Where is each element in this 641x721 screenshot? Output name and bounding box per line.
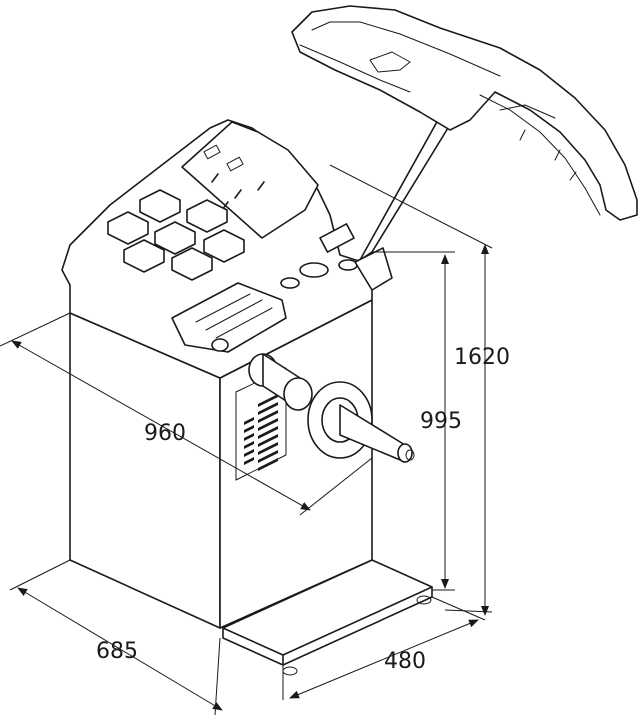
dimension-960-label: 960 bbox=[144, 421, 186, 446]
dimension-685: 685 bbox=[9, 559, 223, 716]
dimension-685-label: 685 bbox=[96, 639, 138, 664]
guard-arm bbox=[354, 119, 449, 291]
dimension-1620: 1620 bbox=[329, 164, 510, 616]
dimension-480-label: 480 bbox=[384, 649, 426, 674]
dimension-480: 480 bbox=[282, 596, 486, 700]
dimension-1620-label: 1620 bbox=[454, 345, 510, 370]
dimension-995: 995 bbox=[372, 251, 462, 591]
weight-tray bbox=[107, 189, 245, 281]
wheel-guard bbox=[291, 5, 638, 221]
top-console bbox=[61, 119, 373, 379]
dimension-995-label: 995 bbox=[420, 409, 462, 434]
dimension-960: 960 bbox=[0, 312, 373, 516]
